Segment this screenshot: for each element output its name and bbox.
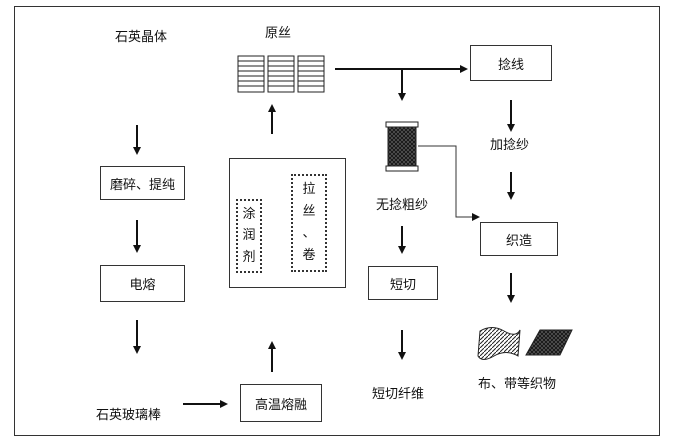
drawing-char-4: 卷	[302, 248, 316, 263]
drawing-char-2: 丝	[302, 204, 316, 219]
coating-char-1: 涂	[242, 206, 256, 222]
woven-fabric-icon	[477, 327, 521, 360]
drawing-char-1: 拉	[302, 182, 316, 197]
chopping-box: 短切	[368, 266, 438, 300]
twisted-yarn-label: 加捻纱	[490, 138, 530, 153]
quartz-rod-label: 石英玻璃棒	[96, 408, 162, 423]
tape-fabric-icon	[525, 329, 573, 356]
fabrics-label: 布、带等织物	[478, 377, 557, 392]
raw-fiber-spools-icon	[237, 55, 325, 93]
twisting-box: 捻线	[470, 45, 552, 81]
coating-char-2: 润	[242, 228, 256, 243]
chopped-fiber-label: 短切纤维	[372, 387, 425, 402]
grind-purify-box: 磨碎、提纯	[100, 166, 185, 200]
roving-bobbin-icon	[385, 121, 419, 172]
diagram-frame	[14, 6, 660, 436]
untwisted-roving-label: 无捻粗纱	[376, 198, 429, 213]
arrow-roving-to-weaving	[418, 145, 480, 221]
raw-fiber-label: 原丝	[265, 26, 292, 41]
weaving-box: 织造	[480, 222, 558, 256]
coating-agent-box: 涂 润 剂	[236, 199, 262, 273]
drawing-winding-box: 拉 丝 、 卷	[291, 174, 327, 272]
coating-char-3: 剂	[242, 249, 256, 265]
high-temp-melt-box: 高温熔融	[240, 384, 322, 422]
quartz-crystal-label: 石英晶体	[115, 30, 168, 45]
melt-box: 电熔	[100, 265, 185, 302]
drawing-char-3: 、	[302, 226, 316, 241]
